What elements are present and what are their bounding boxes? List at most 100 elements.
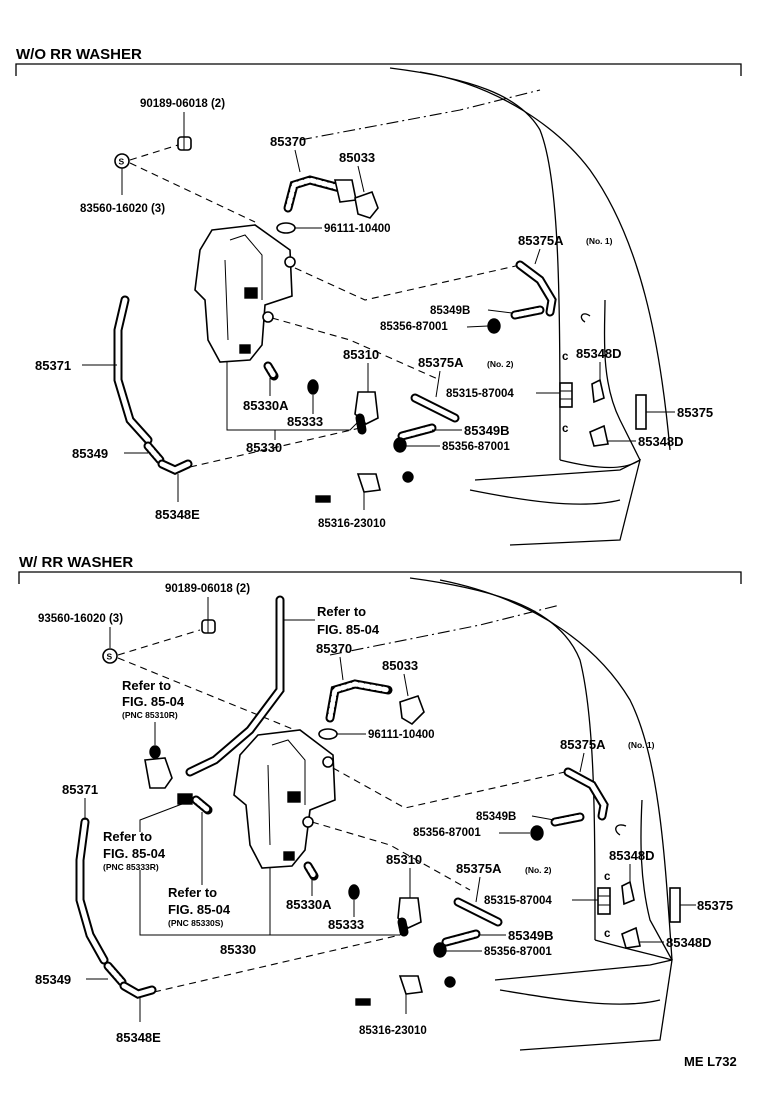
grommet-96111 [276, 222, 296, 234]
hose-85375 [635, 394, 647, 430]
section-title: W/O RR WASHER [16, 46, 142, 63]
hose-85375A-no2 [453, 897, 503, 927]
svg-text:S: S [107, 652, 113, 662]
svg-text:(No. 1): (No. 1) [586, 236, 613, 246]
label-85315: 85315-87004 [446, 388, 514, 400]
pump-85310 [397, 897, 422, 937]
hose-85371 [75, 817, 109, 965]
svg-text:c: c [604, 928, 611, 940]
label-refer4-a: Refer to [168, 885, 217, 900]
hose-85375A-no1 [515, 260, 557, 317]
svg-text:c: c [562, 423, 569, 435]
label-refer3-a: Refer to [103, 829, 152, 844]
hose-85375A-no1 [563, 767, 609, 821]
label-85310: 85310 [343, 347, 379, 362]
label-85316: 85316-23010 [318, 518, 386, 530]
label-85333: 85333 [287, 414, 323, 429]
label-85349: 85349 [72, 446, 108, 461]
label-90189: 90189-06018 (2) [140, 98, 225, 110]
label-85356-b: 85356-87001 [484, 946, 552, 958]
section-bracket [15, 63, 742, 76]
vehicle-body-outline [329, 577, 673, 1051]
label-85348D-b: 85348D [666, 935, 712, 950]
label-85370: 85370 [270, 134, 306, 149]
label-85349B-a: 85349B [476, 811, 516, 823]
svg-text:(No. 1): (No. 1) [628, 740, 655, 750]
label-93560: 93560-16020 (3) [38, 613, 123, 625]
label-refer3-c: (PNC 85333R) [103, 862, 159, 872]
label-85356-b: 85356-87001 [442, 441, 510, 453]
elbow-85348D-a [621, 880, 635, 906]
label-85315: 85315-87004 [484, 895, 552, 907]
label-85375A-no1: 85375A [518, 233, 564, 248]
label-refer1-a: Refer to [317, 604, 366, 619]
bracket-85316 [315, 471, 414, 503]
label-85349B-b: 85349B [464, 423, 510, 438]
filter-85330A [303, 861, 319, 881]
washer-reservoir-85330 [194, 224, 293, 363]
bolt-90189 [201, 619, 216, 634]
grommet-85315 [597, 887, 611, 915]
svg-text:(No. 2): (No. 2) [525, 865, 552, 875]
label-refer4-b: FIG. 85-04 [168, 902, 231, 917]
elbow-85348E [119, 981, 157, 999]
label-85348E: 85348E [155, 507, 200, 522]
vehicle-body-outline [299, 67, 671, 546]
hose-to-rear [185, 595, 285, 777]
label-85310: 85310 [386, 852, 422, 867]
washer-motor-85370 [325, 679, 393, 723]
pump-85310 [354, 391, 379, 435]
joint-85349B-a [550, 812, 585, 827]
label-85333: 85333 [328, 917, 364, 932]
elbow-85348D-b [589, 424, 609, 447]
label-85375A-no1: 85375A [560, 737, 606, 752]
label-96111: 96111-10400 [368, 729, 435, 741]
washer-motor-85370 [283, 175, 357, 213]
label-96111: 96111-10400 [324, 223, 391, 235]
joint-85349 [103, 961, 127, 987]
clamp-85356-b [433, 942, 447, 958]
label-83560: 83560-16020 (3) [80, 203, 165, 215]
grommet-96111 [318, 728, 338, 740]
label-85371: 85371 [35, 358, 71, 373]
joint-85349 [143, 441, 165, 465]
label-85356-a: 85356-87001 [380, 321, 448, 333]
elbow-85348D-b [621, 926, 641, 949]
label-85330A: 85330A [286, 897, 332, 912]
grommet-85315 [559, 382, 573, 408]
clamp-85356-a [487, 318, 501, 334]
elbow-85348D-a [591, 378, 605, 404]
nozzle-85033 [399, 694, 425, 726]
hose-85375 [669, 887, 681, 923]
bolt-90189 [177, 136, 192, 151]
section-without-rear-washer: W/O RR WASHER 90189-06018 (2) S 83560-16… [15, 46, 742, 546]
svg-text:(No. 2): (No. 2) [487, 359, 514, 369]
filter-85330A [263, 361, 279, 381]
screw-93560: S [102, 648, 118, 664]
cap-85333 [348, 884, 360, 900]
label-85375: 85375 [697, 898, 733, 913]
label-85348D-a: 85348D [609, 848, 655, 863]
hose-85375A-no2 [410, 393, 460, 423]
label-refer4-c: (PNC 85330S) [168, 918, 223, 928]
label-85348D-b: 85348D [638, 434, 684, 449]
label-85033: 85033 [382, 658, 418, 673]
label-85349: 85349 [35, 972, 71, 987]
label-85349B-b: 85349B [508, 928, 554, 943]
section-with-rear-washer: W/ RR WASHER 90189-06018 (2) 93560-16020… [18, 554, 742, 1069]
label-90189: 90189-06018 (2) [165, 583, 250, 595]
label-refer1-b: FIG. 85-04 [317, 622, 380, 637]
nozzle-85033 [354, 190, 379, 219]
clamp-85356-b [393, 437, 407, 453]
label-85375A-no2: 85375A [418, 355, 464, 370]
joint-85349B-b [397, 423, 437, 441]
label-85371: 85371 [62, 782, 98, 797]
washer-reservoir-85330 [233, 729, 336, 869]
label-refer2-c: (PNC 85310R) [122, 710, 178, 720]
joint-85349B-b [441, 929, 481, 947]
label-refer2-b: FIG. 85-04 [122, 694, 185, 709]
label-85330: 85330 [246, 440, 282, 455]
label-85330: 85330 [220, 942, 256, 957]
label-85370: 85370 [316, 641, 352, 656]
